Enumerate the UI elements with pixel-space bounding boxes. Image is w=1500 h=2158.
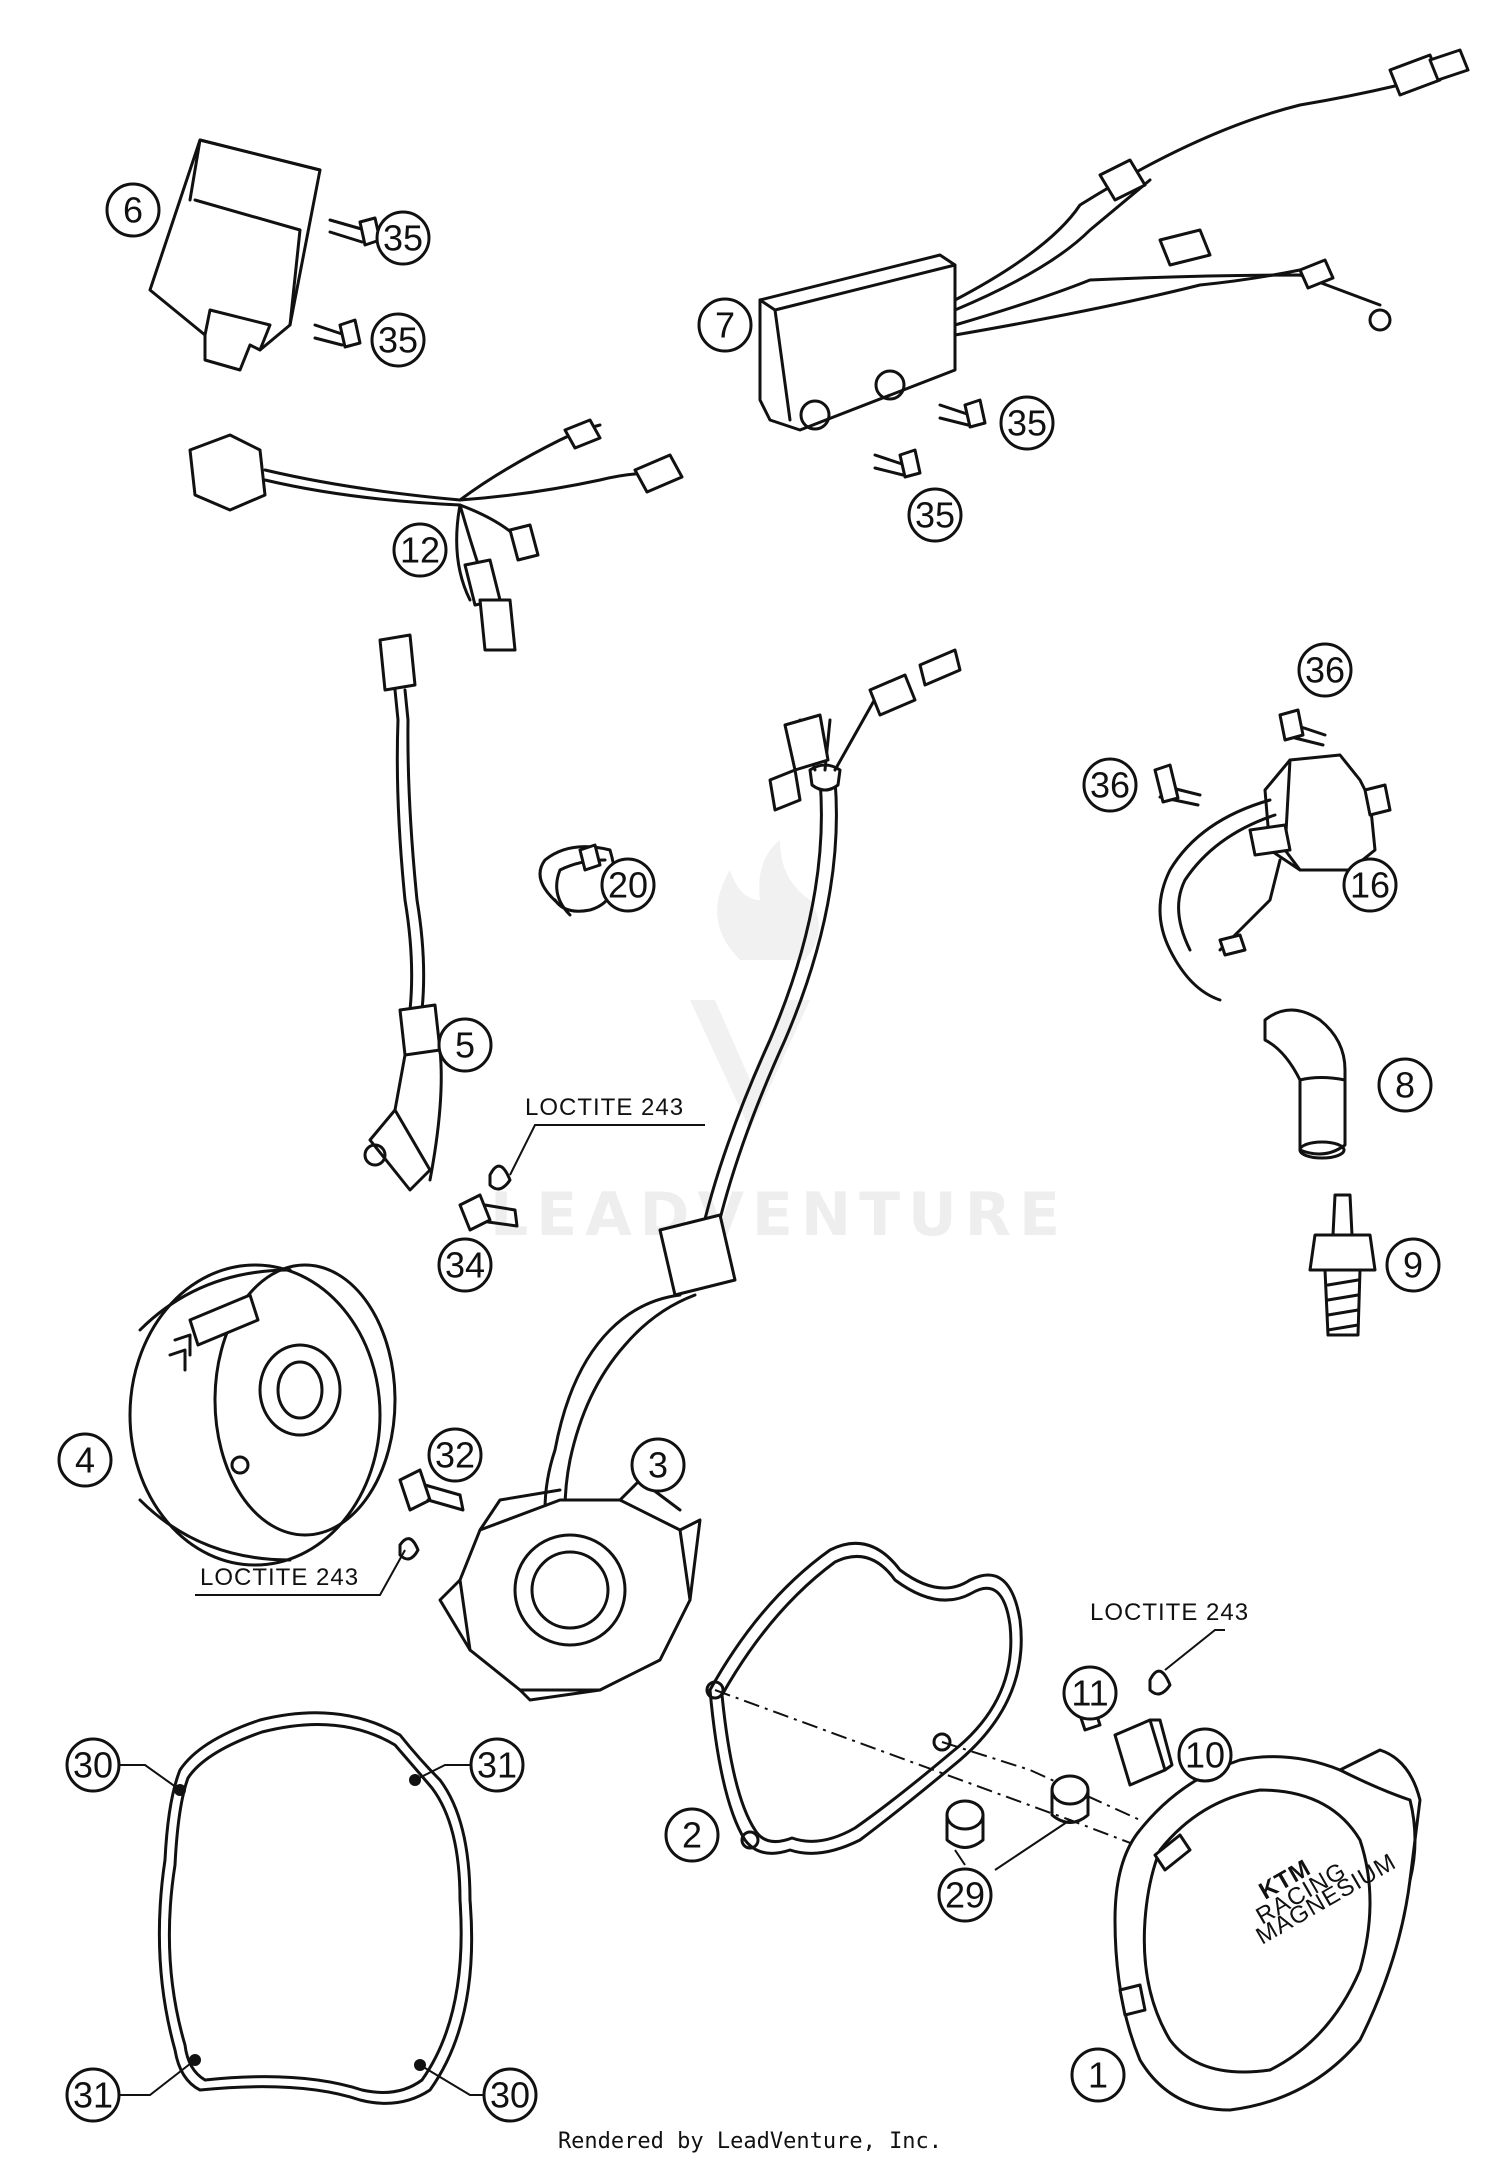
callout-5-label: 5 — [455, 1025, 475, 1066]
callout-30-bottom: 30 — [482, 2067, 538, 2123]
callout-30-top-label: 30 — [73, 1745, 113, 1786]
loctite-note-3: LOCTITE 243 — [1090, 1599, 1249, 1626]
callout-4-label: 4 — [75, 1440, 95, 1481]
callout-35-d: 35 — [907, 487, 963, 543]
callout-12: 12 — [392, 522, 448, 578]
callout-11: 11 — [1062, 1665, 1118, 1721]
callout-4: 4 — [57, 1432, 113, 1488]
callout-32: 32 — [427, 1427, 483, 1483]
part-29-dowels — [945, 1774, 1090, 1849]
watermark: LEADVENTURE — [490, 840, 1068, 1250]
callout-34-label: 34 — [445, 1245, 485, 1286]
callout-30-bottom-label: 30 — [490, 2075, 530, 2116]
callout-7: 7 — [697, 297, 753, 353]
callout-35-a-label: 35 — [383, 218, 423, 259]
callout-8-label: 8 — [1395, 1065, 1415, 1106]
alignment-lines — [714, 1689, 1176, 1861]
callout-12-label: 12 — [400, 530, 440, 571]
leader-lines — [120, 1124, 1225, 2096]
callout-35-b-label: 35 — [378, 320, 418, 361]
part-35-bolts — [313, 216, 987, 479]
part-34-bolt — [458, 1164, 519, 1232]
callout-2-label: 2 — [682, 1815, 702, 1856]
loctite-note-1: LOCTITE 243 — [525, 1094, 684, 1121]
part-3-stator — [438, 648, 962, 1702]
callout-10: 10 — [1177, 1727, 1233, 1783]
callout-7-label: 7 — [715, 305, 735, 346]
callout-2: 2 — [664, 1807, 720, 1863]
callout-30-top: 30 — [65, 1737, 121, 1793]
callout-31-top-label: 31 — [477, 1745, 517, 1786]
callout-16-label: 16 — [1350, 865, 1390, 906]
callout-36-left: 36 — [1082, 757, 1138, 813]
part-30-31-gasket — [157, 1711, 474, 2105]
callout-31-bottom-label: 31 — [73, 2075, 113, 2116]
callout-31-top: 31 — [469, 1737, 525, 1793]
callout-6-label: 6 — [123, 190, 143, 231]
callout-1-label: 1 — [1088, 2055, 1108, 2096]
callout-11-label: 11 — [1071, 1673, 1108, 1714]
callout-5: 5 — [437, 1017, 493, 1073]
callout-9: 9 — [1385, 1237, 1441, 1293]
callout-35-c-label: 35 — [1007, 403, 1047, 444]
callout-9-label: 9 — [1403, 1245, 1423, 1286]
part-2-cover-gasket — [705, 1541, 1023, 1855]
callout-1: 1 — [1070, 2047, 1126, 2103]
callout-34: 34 — [437, 1237, 493, 1293]
part-1-ignition-cover: KTM RACING MAGNESIUM — [1113, 1748, 1422, 2112]
loctite-note-2: LOCTITE 243 — [200, 1564, 359, 1591]
callout-20-label: 20 — [608, 865, 648, 906]
part-12-wiring-harness — [188, 418, 684, 652]
part-8-spark-plug-cap — [1263, 1008, 1347, 1160]
watermark-text: LEADVENTURE — [490, 1180, 1068, 1250]
callout-3-label: 3 — [648, 1445, 668, 1486]
part-10-clip — [1113, 1718, 1174, 1787]
callout-35-d-label: 35 — [915, 495, 955, 536]
callout-35-c: 35 — [999, 395, 1055, 451]
callout-8: 8 — [1377, 1057, 1433, 1113]
callout-36-left-label: 36 — [1090, 765, 1130, 806]
callout-10-label: 10 — [1185, 1735, 1225, 1776]
part-32-bolt — [398, 1468, 465, 1561]
part-4-flywheel — [128, 1263, 397, 1567]
part-6-cdi-box — [148, 138, 322, 372]
callout-6: 6 — [105, 182, 161, 238]
callout-35-a: 35 — [375, 210, 431, 266]
callout-29: 29 — [937, 1867, 993, 1923]
part-7-control-unit — [758, 48, 1470, 432]
callout-36-top-label: 36 — [1305, 650, 1345, 691]
callout-16: 16 — [1342, 857, 1398, 913]
callout-32-label: 32 — [435, 1435, 475, 1476]
render-credit: Rendered by LeadVenture, Inc. — [558, 2129, 942, 2154]
callout-31-bottom: 31 — [65, 2067, 121, 2123]
part-20-cable-tie — [538, 843, 616, 917]
callout-20: 20 — [600, 857, 656, 913]
callout-3: 3 — [630, 1437, 686, 1493]
callout-29-label: 29 — [945, 1875, 985, 1916]
part-16-ignition-coil — [1153, 708, 1392, 1002]
part-5-pickup-sensor — [363, 633, 443, 1192]
part-9-spark-plug — [1308, 1193, 1377, 1337]
callout-36-top: 36 — [1297, 642, 1353, 698]
callout-35-b: 35 — [370, 312, 426, 368]
